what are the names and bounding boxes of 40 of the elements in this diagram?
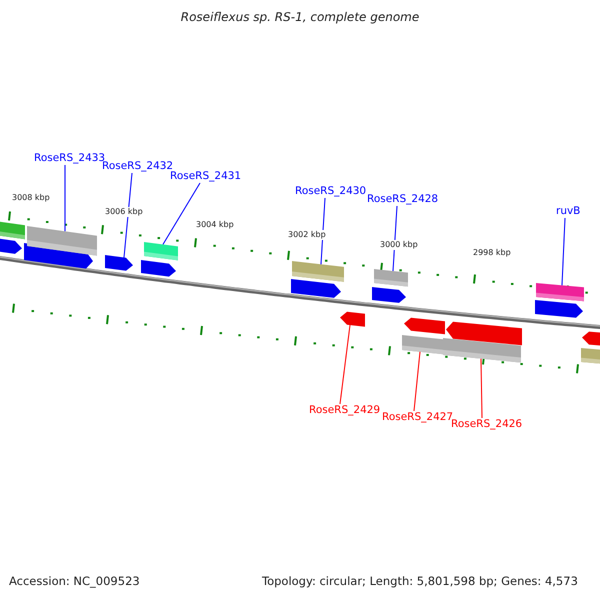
gene-block (141, 260, 176, 277)
gene-block (404, 318, 445, 334)
gene-label: RoseRS_2430 (295, 185, 366, 198)
scale-label: 3000 kbp (380, 240, 418, 250)
gene-block (582, 332, 600, 346)
leader-line (414, 351, 420, 412)
gene-label: RoseRS_2428 (367, 193, 438, 206)
scale-label: 3006 kbp (105, 207, 143, 217)
feature-bar (402, 335, 443, 354)
gene-block (291, 279, 341, 298)
gene-block (105, 255, 133, 271)
gene-block (535, 300, 583, 318)
scale-label: 2998 kbp (473, 248, 511, 258)
accession-text: Accession: NC_009523 (9, 576, 140, 586)
feature-bar (374, 269, 408, 287)
gene-label: ruvB (556, 205, 580, 218)
gene-block (0, 238, 22, 254)
gene-label: RoseRS_2427 (382, 411, 454, 424)
feature-bar (292, 261, 344, 282)
scale-label: 3002 kbp (288, 230, 326, 240)
gene-label: RoseRS_2429 (309, 404, 380, 417)
gene-block (340, 312, 365, 327)
gene-label: RoseRS_2431 (170, 170, 242, 183)
leader-line (340, 324, 350, 404)
title: Roseiflexus sp. RS-1, complete genome (180, 11, 420, 24)
genome-summary-text: Topology: circular; Length: 5,801,598 bp; Genes: 4,573 (262, 576, 578, 586)
feature-bar (536, 283, 584, 302)
feature-bar (0, 221, 25, 240)
feature-bar (144, 242, 178, 260)
leader-line (392, 206, 398, 272)
gene-label: RoseRS_2426 (451, 418, 522, 431)
scale-label: 3008 kbp (12, 193, 50, 203)
gene-block (372, 287, 406, 303)
leader-line (64, 164, 66, 232)
feature-bar (27, 226, 97, 256)
feature-bar (581, 348, 600, 364)
leader-line (480, 358, 482, 418)
leader-line (124, 172, 132, 258)
scale-label: 3004 kbp (196, 220, 234, 230)
leader-line (562, 218, 566, 286)
